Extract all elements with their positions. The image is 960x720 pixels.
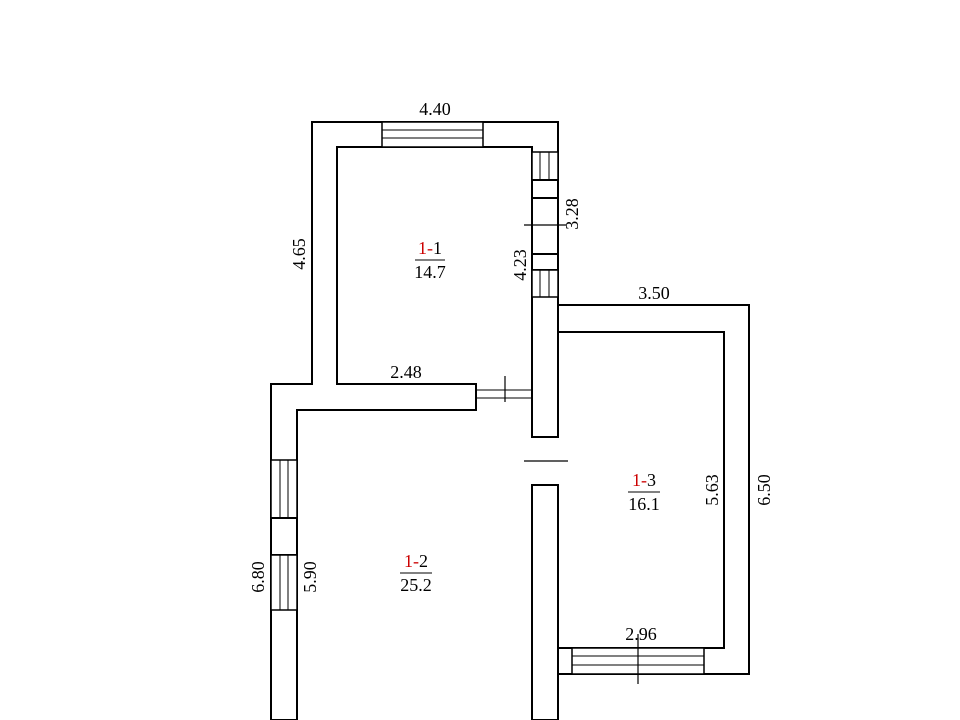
dim-room1-width: 4.40 <box>419 99 451 119</box>
dim-room1-inner-height: 4.23 <box>510 249 530 281</box>
room-2-left-window-upper <box>270 459 298 519</box>
room-3-area: 16.1 <box>628 494 660 514</box>
dim-room3-inner-height: 5.63 <box>702 474 722 506</box>
room-1-number: 1 <box>433 238 442 258</box>
room-2-left-wall-segment <box>270 517 298 556</box>
dim-room2-outer-height: 6.80 <box>248 561 268 593</box>
room-2-area: 25.2 <box>400 575 432 595</box>
room-1-walls <box>270 121 559 720</box>
room-1-right-window-lower <box>531 269 559 298</box>
room-1-top-window <box>381 121 484 148</box>
dim-room3-outer-height: 6.50 <box>754 474 774 506</box>
room-1-right-window-upper <box>531 151 559 181</box>
room-3-bottom-window <box>571 634 705 684</box>
dim-room1-window-span: 3.28 <box>562 198 582 230</box>
room-3-walls <box>557 304 750 675</box>
center-wall-upper <box>531 294 559 438</box>
room-3-id: 1-3 <box>632 470 656 490</box>
room-3-number: 3 <box>647 470 656 490</box>
room-1-right-wall-segment <box>531 253 559 271</box>
room-2-id: 1-2 <box>404 551 428 571</box>
dim-room1-outer-height: 4.65 <box>289 238 309 270</box>
room-1-right-wall-segment <box>531 179 559 199</box>
dim-room2-inner-height: 5.90 <box>300 561 320 593</box>
room-1-id: 1-1 <box>418 238 442 258</box>
room-3-prefix: 1- <box>632 470 647 490</box>
room-1-prefix: 1- <box>418 238 433 258</box>
room-1-area: 14.7 <box>414 262 446 282</box>
room-2-prefix: 1- <box>404 551 419 571</box>
dim-room3-outer-width: 3.50 <box>638 283 670 303</box>
door-room-1-opening <box>476 376 532 402</box>
room-2-left-window-lower <box>270 554 298 611</box>
dim-room1-partition: 2.48 <box>390 362 422 382</box>
dim-room3-inner-width: 2.96 <box>625 624 657 644</box>
center-wall-lower <box>531 484 559 720</box>
room-2-number: 2 <box>419 551 428 571</box>
